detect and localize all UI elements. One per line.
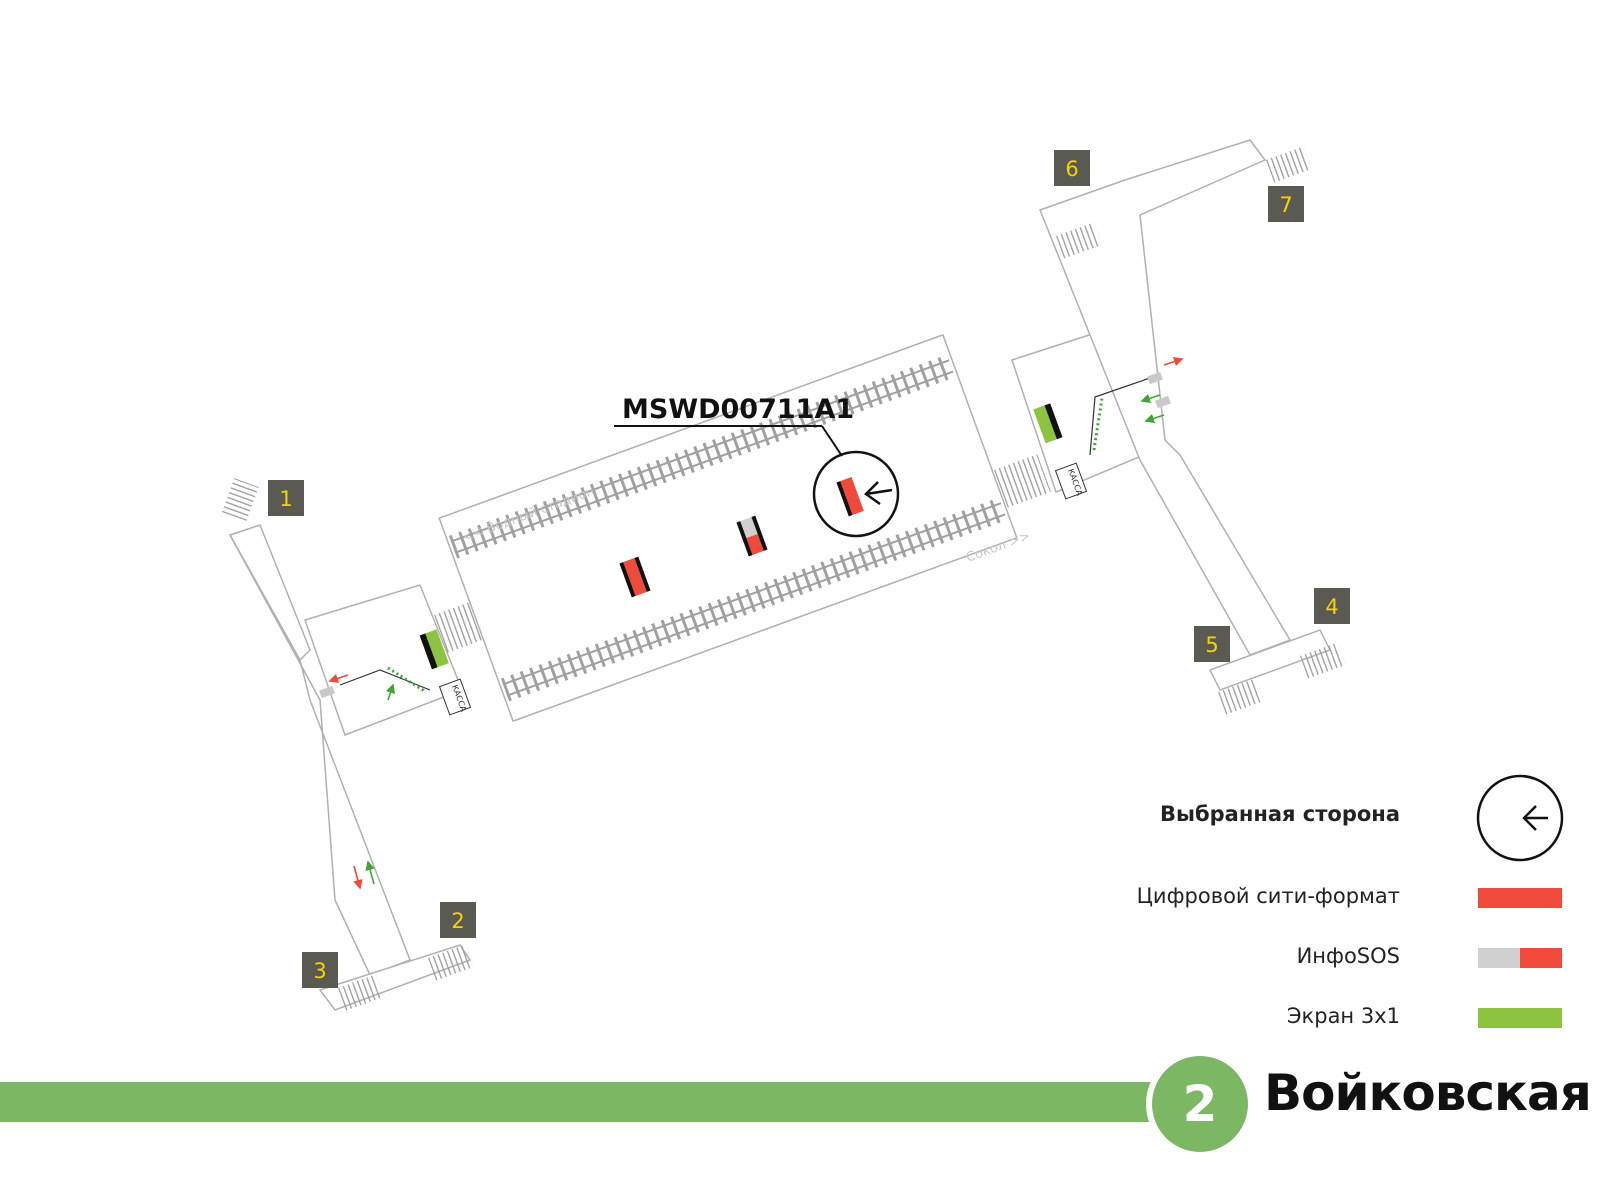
screen-3x1-right xyxy=(1033,403,1063,444)
platform xyxy=(438,333,1018,723)
legend-arrow-icon xyxy=(1522,805,1548,831)
turnstiles xyxy=(319,371,1171,699)
info-sos-placement xyxy=(736,515,768,557)
exit-5: 5 xyxy=(1194,626,1230,662)
legend-selected-side-label: Выбранная сторона xyxy=(1159,802,1400,826)
legend-screen-3x1-swatch xyxy=(1478,1008,1562,1028)
legend-digital-city-format-swatch xyxy=(1478,888,1562,908)
flow-arrows xyxy=(328,356,1184,890)
left-vestibule xyxy=(228,524,472,1011)
metro-line-number: 2 xyxy=(1146,1050,1254,1158)
kassa-right: КАССА xyxy=(1054,462,1088,500)
exit-6: 6 xyxy=(1054,150,1090,186)
legend-info-sos-label: ИнфоSOS xyxy=(1296,944,1400,968)
station-name: Войковская xyxy=(1264,1064,1592,1122)
placement-callout: MSWD00711A1 xyxy=(614,394,854,457)
svg-text:1: 1 xyxy=(279,487,292,511)
kassa-left: КАССА xyxy=(438,678,472,716)
svg-text:7: 7 xyxy=(1279,193,1292,217)
svg-text:5: 5 xyxy=(1205,633,1218,657)
legend-digital-city-format-label: Цифровой сити-формат xyxy=(1136,884,1400,908)
exit-1: 1 xyxy=(268,480,304,516)
svg-text:2: 2 xyxy=(451,909,464,933)
legend-screen-3x1-label: Экран 3x1 xyxy=(1286,1004,1400,1028)
svg-text:6: 6 xyxy=(1065,157,1078,181)
exit-4: 4 xyxy=(1314,588,1350,624)
right-vestibule xyxy=(1011,139,1332,691)
selected-side-arrow-icon xyxy=(864,481,893,506)
svg-text:3: 3 xyxy=(313,959,326,983)
exit-2: 2 xyxy=(440,902,476,938)
svg-text:MSWD00711A1: MSWD00711A1 xyxy=(622,394,854,425)
exit-7: 7 xyxy=(1268,186,1304,222)
selected-digital-city-format-placement[interactable] xyxy=(836,477,864,517)
metro-line-band xyxy=(0,1082,1160,1122)
selected-side-marker xyxy=(812,450,900,538)
right-stairs xyxy=(994,146,1346,715)
digital-city-format-placement xyxy=(619,556,651,598)
exit-3: 3 xyxy=(302,952,338,988)
legend-selected-side-icon xyxy=(1476,774,1564,862)
screen-3x1-left xyxy=(419,629,449,670)
legend-info-sos-swatch xyxy=(1478,948,1562,968)
svg-text:4: 4 xyxy=(1325,595,1338,619)
